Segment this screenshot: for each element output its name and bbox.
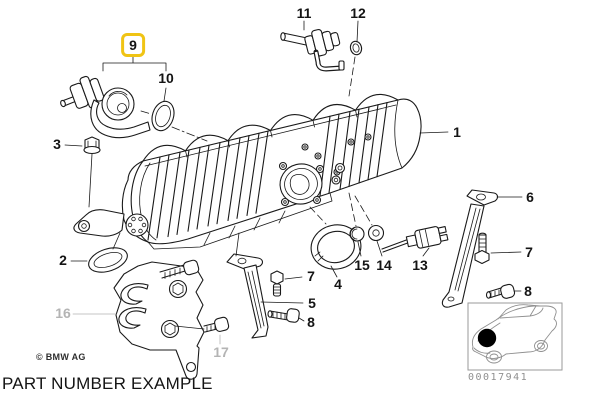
valve-11-drawing	[280, 28, 345, 72]
part-label-13[interactable]: 13	[412, 257, 428, 273]
bolt-7-right-drawing	[474, 232, 490, 265]
diagram-caption: PART NUMBER EXAMPLE	[2, 374, 213, 393]
part-label-8-center[interactable]: 8	[307, 314, 315, 330]
vehicle-thumbnail	[467, 302, 563, 371]
o-ring-12-drawing	[349, 40, 363, 56]
image-number: 00017941	[468, 372, 529, 383]
seal-4-drawing	[310, 224, 362, 270]
gasket-2-drawing	[88, 232, 128, 273]
bmw-copyright: © BMW AG	[36, 352, 86, 362]
pressure-regulator-drawing	[60, 75, 151, 139]
bracket-16-drawing	[113, 259, 205, 380]
part-label-9-highlighted[interactable]: 9	[121, 33, 145, 57]
part-label-5[interactable]: 5	[308, 295, 316, 311]
bolt-17-drawing	[174, 316, 230, 333]
part-label-12[interactable]: 12	[350, 5, 366, 21]
bracket-5-drawing	[226, 232, 269, 339]
part-label-8-right[interactable]: 8	[524, 283, 532, 299]
bolt-8-center-drawing	[267, 308, 300, 323]
part-label-10[interactable]: 10	[158, 70, 174, 86]
part-label-7-right[interactable]: 7	[525, 244, 533, 260]
part-label-3[interactable]: 3	[53, 136, 61, 152]
sensor-13-drawing	[381, 226, 449, 253]
bushing-15-drawing	[349, 226, 365, 242]
car-sketch	[471, 304, 557, 364]
part-label-16[interactable]: 16	[55, 305, 71, 321]
location-dot	[477, 328, 497, 348]
part-label-7-center[interactable]: 7	[307, 268, 315, 284]
part-label-14[interactable]: 14	[376, 257, 392, 273]
part-label-17[interactable]: 17	[213, 344, 229, 360]
bolt-7-center-drawing	[270, 270, 284, 297]
bolt-8-right-drawing	[485, 283, 516, 299]
assembly-dashed-lines	[140, 56, 373, 227]
intake-manifold-drawing	[121, 93, 422, 250]
part-label-15[interactable]: 15	[354, 257, 370, 273]
throttle-flange-drawing	[278, 161, 346, 207]
part-label-11[interactable]: 11	[296, 5, 312, 21]
part-label-2[interactable]: 2	[59, 252, 67, 268]
part-label-4[interactable]: 4	[334, 276, 342, 292]
o-ring-10-drawing	[151, 100, 175, 132]
bracket-6-drawing	[441, 189, 499, 308]
part-label-6[interactable]: 6	[526, 189, 534, 205]
leader-lines	[64, 20, 523, 345]
part-label-1[interactable]: 1	[453, 124, 461, 140]
washer-14-drawing	[367, 224, 385, 242]
nut-3-drawing	[83, 136, 101, 208]
manifold-support-arm-drawing	[73, 209, 125, 237]
